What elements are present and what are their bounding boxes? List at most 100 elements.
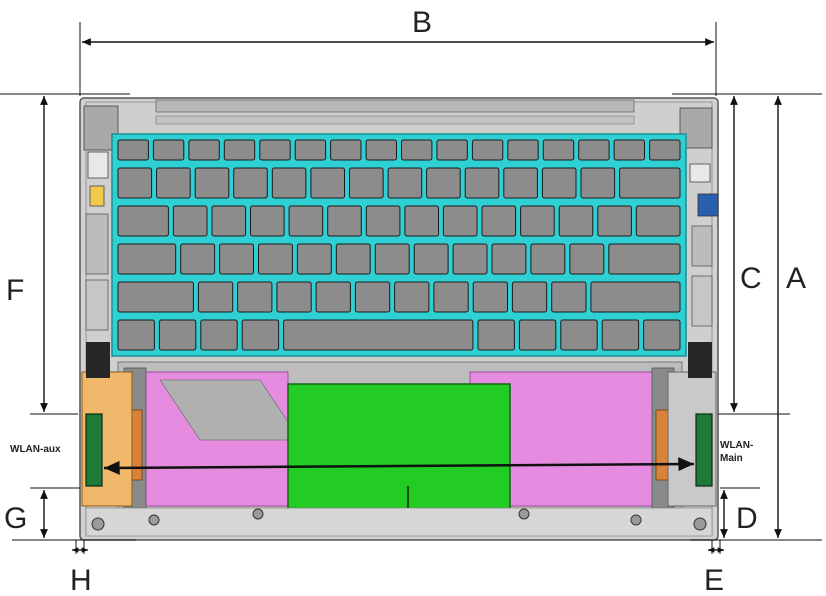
keycap <box>211 205 247 237</box>
label-g: G <box>4 502 27 535</box>
keycap <box>117 319 155 351</box>
keycap <box>503 167 538 199</box>
keycap <box>117 167 153 199</box>
keycap <box>354 281 391 313</box>
keycap <box>560 319 598 351</box>
keycap <box>520 205 555 237</box>
wlan-aux-antenna <box>85 413 103 487</box>
keycap <box>558 205 594 237</box>
label-wlan-main-line2: Main <box>720 453 743 464</box>
label-b: B <box>412 6 432 39</box>
keycap <box>578 139 610 161</box>
keycap <box>413 243 449 275</box>
keycap <box>635 205 681 237</box>
keycap <box>551 281 587 313</box>
bottom-edge <box>85 507 713 537</box>
keycap <box>180 243 216 275</box>
keycap <box>327 205 362 237</box>
keycap <box>117 205 169 237</box>
right-speaker-block <box>688 342 712 378</box>
label-d: D <box>736 502 758 535</box>
left-speaker-block <box>86 342 110 378</box>
label-c: C <box>740 262 762 295</box>
keycap <box>117 139 149 161</box>
keycap <box>330 139 362 161</box>
keycap <box>471 139 504 161</box>
keycap <box>452 243 488 275</box>
keycap <box>194 167 230 199</box>
keycap <box>511 281 548 313</box>
keycap <box>580 167 616 199</box>
keycap <box>601 319 640 351</box>
keycap <box>296 243 332 275</box>
keycap <box>283 319 474 351</box>
label-f: F <box>6 274 24 307</box>
keycap <box>310 167 345 199</box>
keycap <box>258 243 293 275</box>
keycap <box>117 243 177 275</box>
keycap <box>365 139 398 161</box>
keyboard-keys <box>117 139 681 351</box>
keycap <box>197 281 234 313</box>
keycap <box>426 167 461 199</box>
keycap <box>259 139 291 161</box>
keycap <box>477 319 515 351</box>
keycap <box>365 205 401 237</box>
label-h: H <box>70 564 92 596</box>
label-wlan-main-line1: WLAN- <box>720 440 753 451</box>
wlan-main-antenna <box>695 413 713 487</box>
dimension-arrows <box>40 38 782 553</box>
touchpad <box>287 383 511 519</box>
keycap <box>288 205 324 237</box>
keycap <box>542 139 575 161</box>
keycap <box>507 139 539 161</box>
keycap <box>643 319 681 351</box>
keycap <box>442 205 478 237</box>
keycap <box>597 205 632 237</box>
keycap <box>481 205 517 237</box>
antenna-separation-arrow <box>103 457 695 475</box>
right-side-components <box>679 107 719 327</box>
keycap <box>541 167 577 199</box>
keycap <box>200 319 238 351</box>
label-a: A <box>786 262 806 295</box>
keycap <box>271 167 307 199</box>
keycap <box>464 167 500 199</box>
keycap <box>613 139 645 161</box>
label-wlan-aux: WLAN-aux <box>10 444 61 455</box>
keycap <box>156 167 191 199</box>
keycap <box>404 205 439 237</box>
label-e: E <box>704 564 724 596</box>
left-side-components <box>83 105 119 331</box>
keycap <box>188 139 220 161</box>
keycap <box>237 281 273 313</box>
keycap <box>491 243 527 275</box>
keycap <box>401 139 433 161</box>
keycap <box>590 281 681 313</box>
keycap <box>349 167 384 199</box>
keycap <box>223 139 256 161</box>
keycap <box>219 243 255 275</box>
keycap <box>276 281 312 313</box>
keycap <box>608 243 681 275</box>
keycap <box>387 167 423 199</box>
keycap <box>158 319 197 351</box>
keycap <box>335 243 371 275</box>
keycap <box>233 167 268 199</box>
keycap <box>472 281 509 313</box>
keycap <box>374 243 410 275</box>
keycap <box>394 281 430 313</box>
keycap <box>619 167 681 199</box>
keycap <box>315 281 351 313</box>
keycap <box>433 281 469 313</box>
keycap <box>172 205 208 237</box>
keycap <box>152 139 185 161</box>
keycap <box>569 243 605 275</box>
keycap <box>518 319 557 351</box>
keycap <box>649 139 681 161</box>
keycap <box>241 319 280 351</box>
keycap <box>530 243 566 275</box>
keycap <box>294 139 327 161</box>
keycap <box>117 281 194 313</box>
